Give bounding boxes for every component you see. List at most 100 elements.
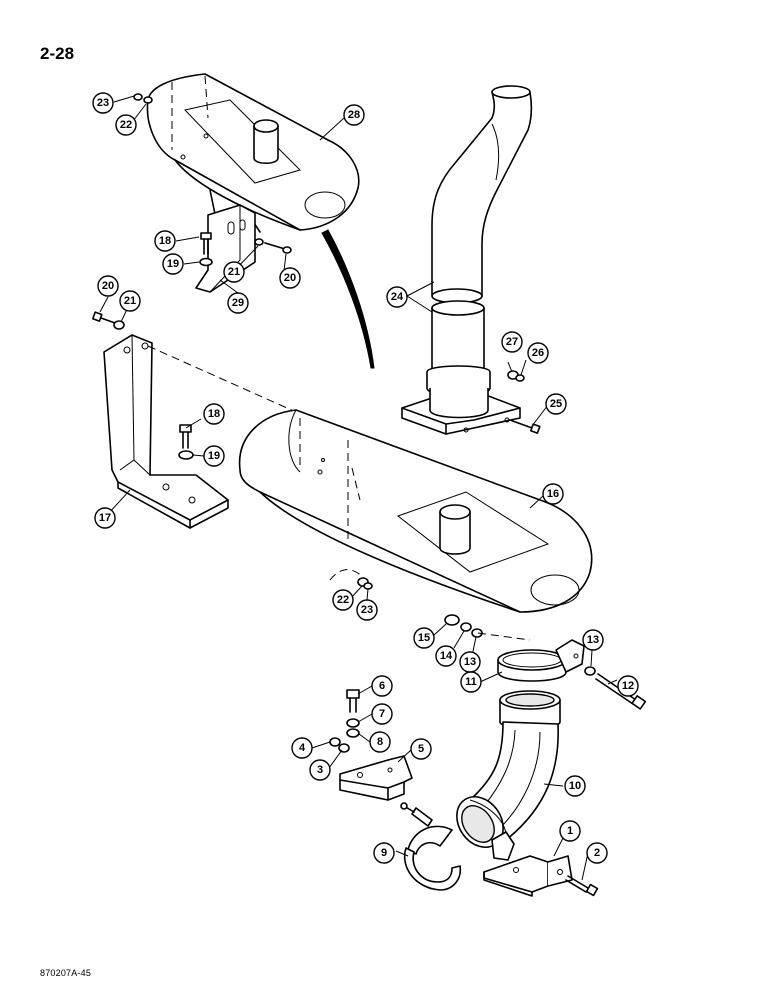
assembly-arrow xyxy=(321,229,375,369)
washer-13b xyxy=(584,666,596,676)
callout-4: 4 xyxy=(291,737,313,759)
svg-text:9: 9 xyxy=(381,847,387,859)
bolt-18-top xyxy=(199,232,213,267)
washer-26 xyxy=(515,374,525,382)
callout-2-text: 2 xyxy=(594,847,600,859)
svg-text:23: 23 xyxy=(97,97,109,109)
washer-8 xyxy=(346,728,360,738)
callout-12: 12 xyxy=(617,675,639,697)
washer-14 xyxy=(460,622,472,632)
svg-text:5: 5 xyxy=(418,743,424,755)
callout-21-top: 21 xyxy=(223,261,245,283)
svg-text:21: 21 xyxy=(124,295,136,307)
svg-text:4: 4 xyxy=(299,742,306,754)
washer-3 xyxy=(338,743,350,753)
callout-9: 9 xyxy=(373,842,395,864)
svg-text:18: 18 xyxy=(159,235,171,247)
tail-pipe xyxy=(431,85,533,304)
callout-27: 27 xyxy=(501,331,523,353)
callout-20-left: 20 xyxy=(97,275,119,297)
clamp-9 xyxy=(400,802,462,891)
callout-16: 16 xyxy=(542,483,564,505)
callout-15: 15 xyxy=(413,627,435,649)
bracket-29 xyxy=(195,204,256,293)
callout-2: 2 xyxy=(586,842,608,864)
callout-19-mid: 19 xyxy=(203,445,225,467)
callout-22-top: 22 xyxy=(115,114,137,136)
svg-text:11: 11 xyxy=(465,676,477,688)
callout-5: 5 xyxy=(410,738,432,760)
washer-13a xyxy=(471,628,483,638)
callout-18-top: 18 xyxy=(154,230,176,252)
svg-text:19: 19 xyxy=(167,258,179,270)
callout-14: 14 xyxy=(435,645,457,667)
callout-13b: 13 xyxy=(582,629,604,651)
nut-22-top xyxy=(143,96,153,104)
callout-11: 11 xyxy=(460,671,482,693)
svg-text:21: 21 xyxy=(228,266,240,278)
bolt-6 xyxy=(346,689,360,713)
svg-text:14: 14 xyxy=(440,650,453,662)
svg-text:27: 27 xyxy=(506,336,518,348)
callout-24: 24 xyxy=(386,286,408,308)
large-muffler xyxy=(238,409,593,613)
bracket-17 xyxy=(103,334,229,529)
svg-text:26: 26 xyxy=(532,347,544,359)
svg-text:10: 10 xyxy=(569,780,581,792)
callout-13a: 13 xyxy=(459,651,481,673)
svg-text:12: 12 xyxy=(622,680,634,692)
svg-text:8: 8 xyxy=(377,736,383,748)
svg-text:16: 16 xyxy=(547,488,559,500)
svg-text:13: 13 xyxy=(587,634,599,646)
page-number: 2-28 xyxy=(40,44,75,63)
callout-20-top: 20 xyxy=(279,267,301,289)
svg-text:22: 22 xyxy=(120,119,132,131)
svg-text:7: 7 xyxy=(379,708,385,720)
small-muffler xyxy=(146,73,360,233)
document-code: 870207A-45 xyxy=(40,968,92,978)
svg-text:3: 3 xyxy=(317,764,323,776)
svg-text:17: 17 xyxy=(99,512,111,524)
callout-10: 10 xyxy=(564,775,586,797)
callout-8: 8 xyxy=(369,731,391,753)
svg-text:1: 1 xyxy=(567,825,573,837)
callout-1: 1 xyxy=(559,820,581,842)
svg-text:6: 6 xyxy=(379,680,385,692)
callout-6: 6 xyxy=(371,675,393,697)
pipe-stub xyxy=(401,300,521,435)
svg-text:23: 23 xyxy=(361,604,373,616)
nut-4 xyxy=(329,737,341,747)
clamp-11 xyxy=(497,639,585,682)
bolt-2 xyxy=(565,875,599,897)
svg-text:18: 18 xyxy=(208,408,220,420)
svg-text:24: 24 xyxy=(391,291,404,303)
svg-text:19: 19 xyxy=(208,450,220,462)
svg-text:13: 13 xyxy=(464,656,476,668)
svg-text:29: 29 xyxy=(232,297,244,309)
nut-15 xyxy=(444,614,460,626)
lockwasher-7 xyxy=(346,718,360,728)
callout-23-top: 23 xyxy=(92,92,114,114)
svg-text:20: 20 xyxy=(102,280,114,292)
bracket-1 xyxy=(483,831,573,897)
callout-28: 28 xyxy=(343,104,365,126)
callout-23-mid: 23 xyxy=(356,599,378,621)
callout-7: 7 xyxy=(371,703,393,725)
bolt-12 xyxy=(595,673,647,710)
bolt-20-left xyxy=(92,311,125,330)
washer-23-top xyxy=(133,93,143,101)
callout-25: 25 xyxy=(545,393,567,415)
callout-18-mid: 18 xyxy=(203,403,225,425)
svg-text:15: 15 xyxy=(418,632,430,644)
bolt-18-mid xyxy=(178,424,194,460)
callout-3: 3 xyxy=(309,759,331,781)
svg-text:20: 20 xyxy=(284,272,296,284)
callout-21-left: 21 xyxy=(119,290,141,312)
washer-23-mid xyxy=(363,582,373,590)
svg-text:28: 28 xyxy=(348,109,360,121)
svg-text:25: 25 xyxy=(550,398,562,410)
callout-29: 29 xyxy=(227,292,249,314)
callout-19-top: 19 xyxy=(162,253,184,275)
bolt-20-top xyxy=(254,238,292,254)
